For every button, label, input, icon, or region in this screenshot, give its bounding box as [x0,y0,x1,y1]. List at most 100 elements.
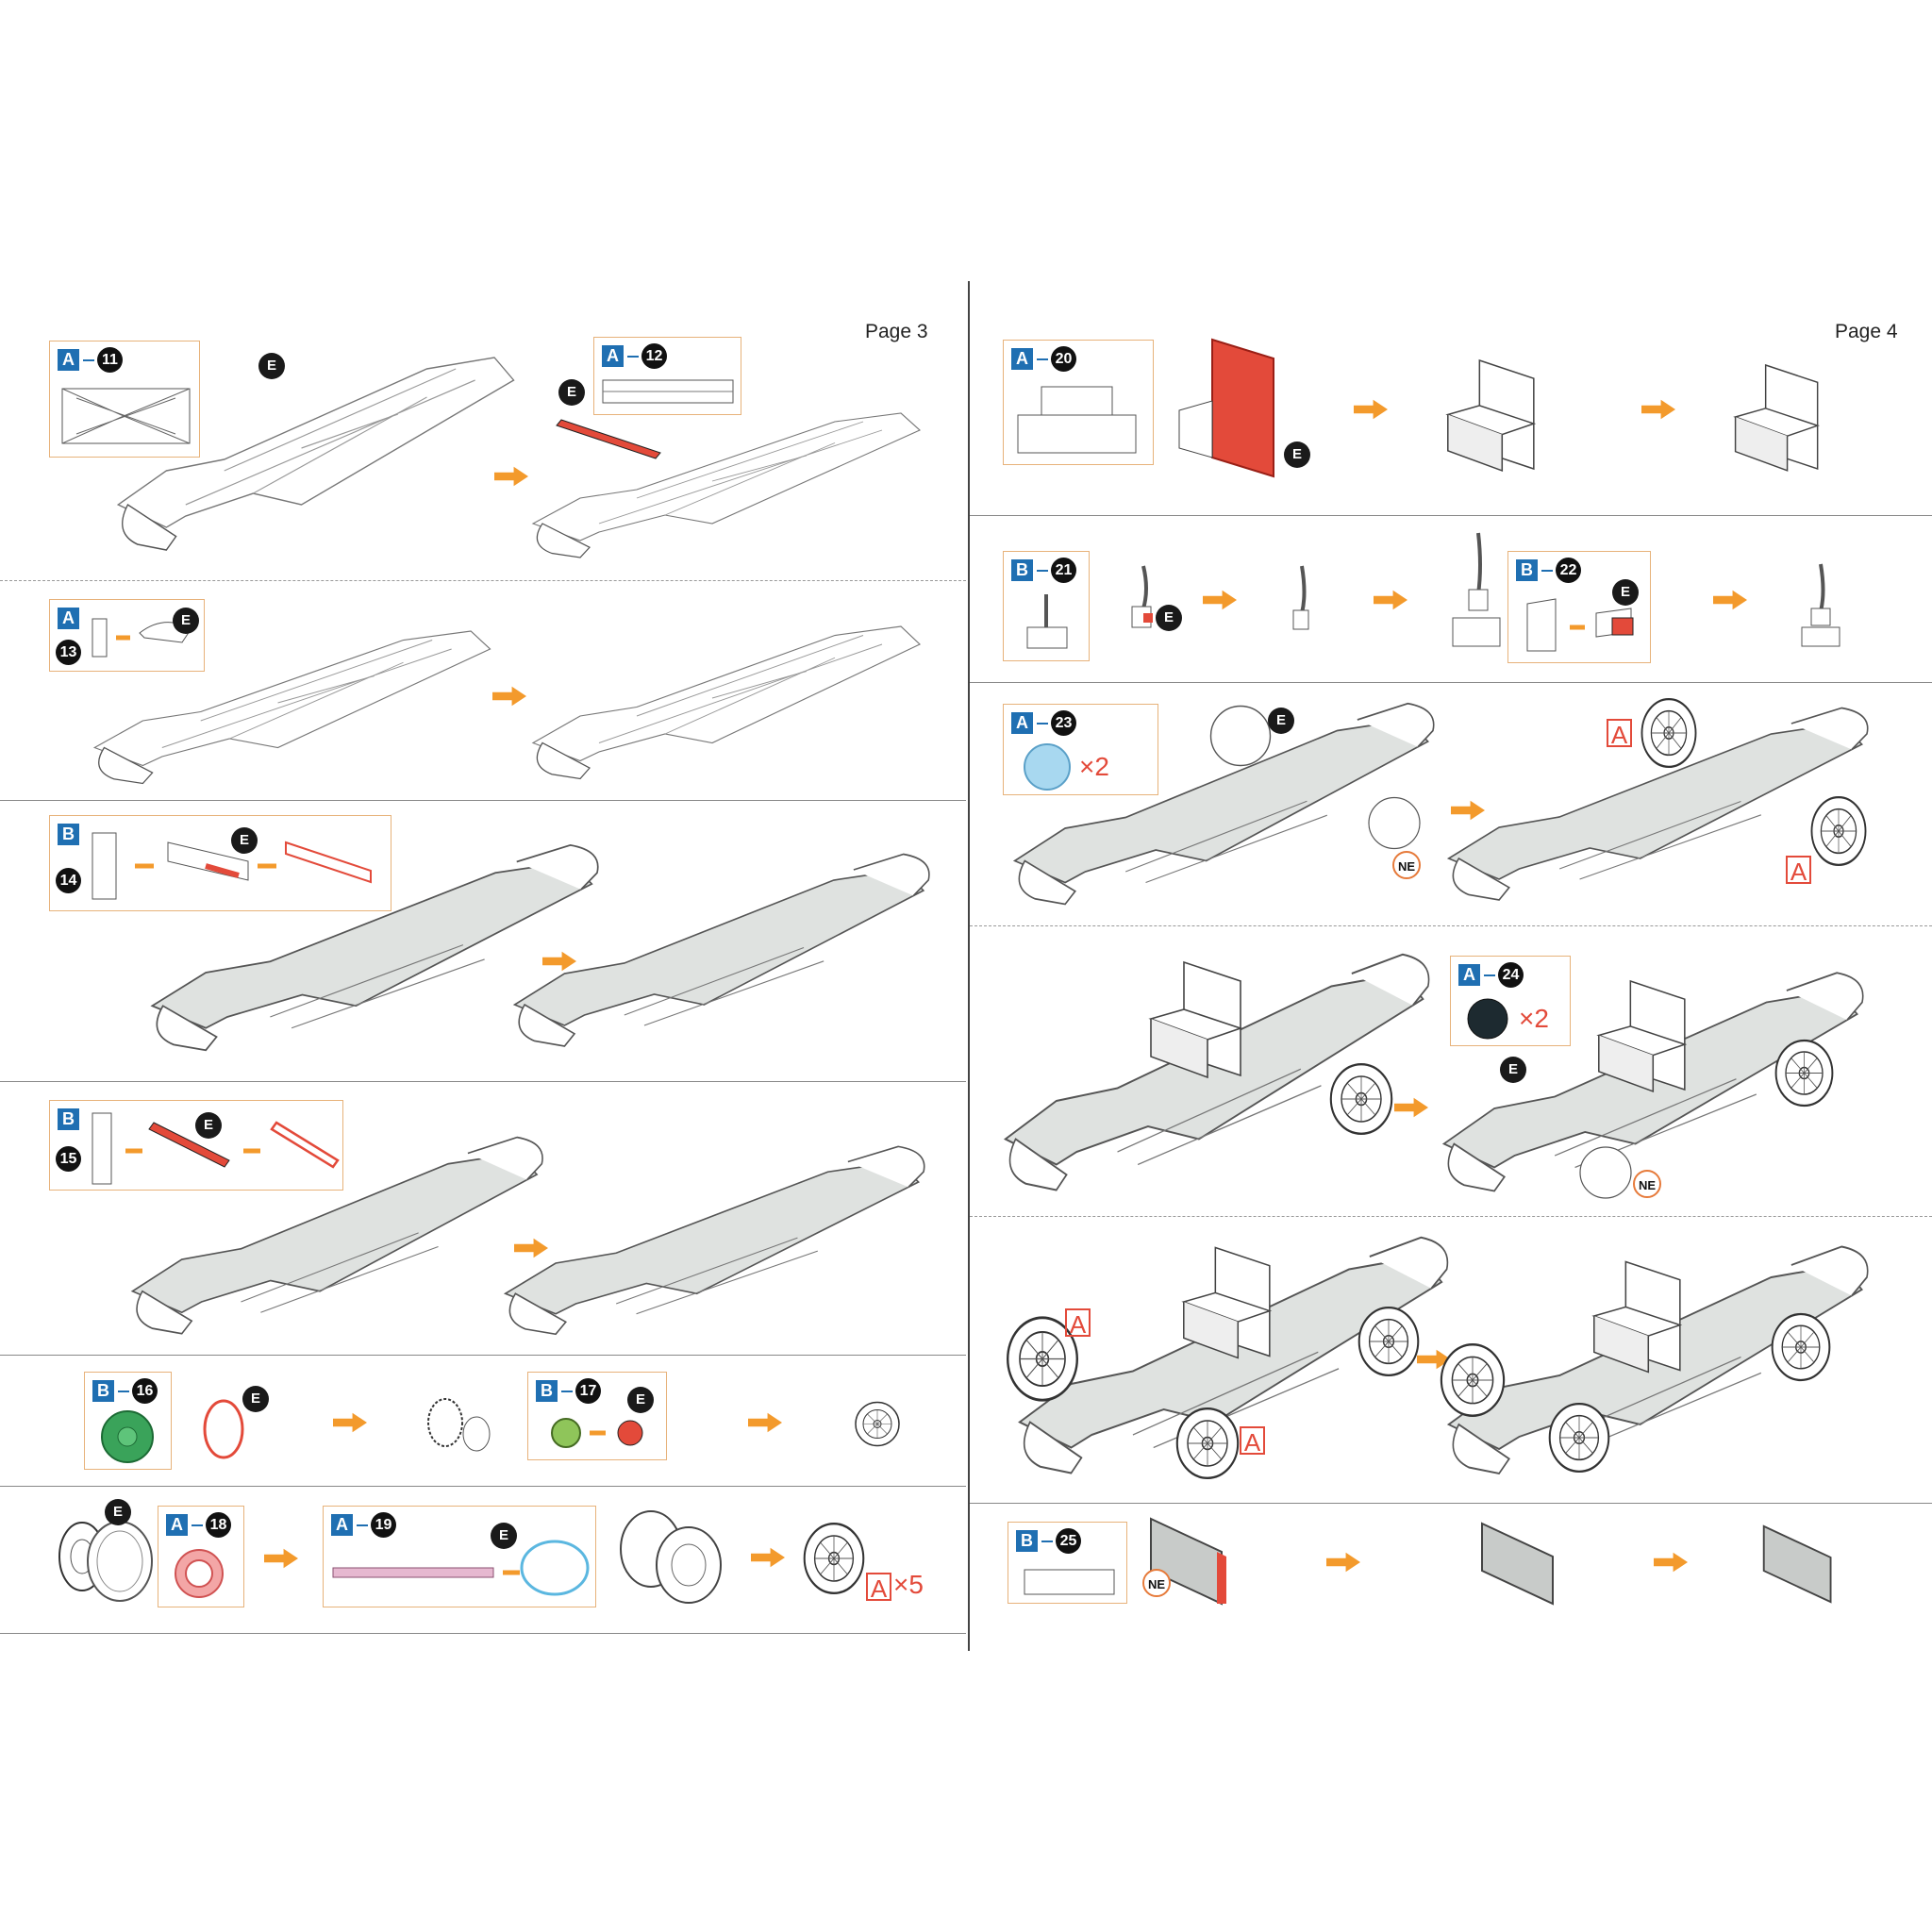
etch-mark-e: E [1612,579,1639,606]
tailboard-diagram [1481,1522,1554,1606]
seat-diagram [1594,967,1703,1104]
etch-mark-e: E [258,353,285,379]
wheel-icon [1547,1401,1611,1474]
step-20-callout: A 20 [1003,340,1154,465]
seat-diagram [1179,1231,1288,1373]
part-illustration [1526,598,1634,652]
step-number: 15 [56,1146,81,1172]
part-quantity: ×2 [1079,752,1109,781]
etch-mark-e: E [1156,605,1182,631]
wheel-icon [1328,1061,1394,1137]
sheet-label: B [58,824,79,845]
step-11-callout: A 11 [49,341,200,458]
chassis-frame-diagram [108,335,533,561]
tailboard-fold-diagram [1150,1517,1226,1606]
etch-mark-e: E [558,379,585,406]
sheet-a-mark: A [1786,856,1811,886]
step-separator [0,1081,966,1082]
wheel-icon [1357,1305,1421,1378]
next-step-arrow-icon [1641,399,1675,420]
step-24-callout: A 24 ×2 [1450,956,1571,1046]
wheel-icon [1640,696,1698,770]
next-step-arrow-icon [1203,590,1237,610]
etch-mark-e: E [231,827,258,854]
step-separator [0,800,966,801]
step-19-callout: A 19 [323,1506,596,1607]
seat-diagram [1443,341,1552,488]
step-number: 20 [1051,346,1076,372]
seat-diagram [1590,1245,1698,1387]
lever-part [1131,565,1153,628]
part-illustration [92,832,372,900]
sheet-label: B [1516,559,1538,581]
step-number: 22 [1556,558,1581,583]
step-number: 14 [56,868,81,893]
part-illustration [332,1540,590,1596]
sheet-a-mark: A [1607,719,1632,749]
part-illustration [1024,743,1071,791]
next-step-arrow-icon [264,1548,298,1569]
part-illustration [1017,386,1137,454]
part-illustration [602,379,734,404]
red-crossmember-part [556,419,661,459]
step-separator [0,1355,966,1356]
next-step-arrow-icon [1713,590,1747,610]
ne-mark: NE [1392,851,1421,879]
next-step-arrow-icon [751,1547,785,1568]
etch-mark-e: E [105,1499,131,1525]
seat-diagram [1731,346,1835,488]
step-number: 18 [206,1512,231,1538]
etch-mark-e: E [491,1523,517,1549]
etch-mark-e: E [1500,1057,1526,1083]
step-separator [970,515,1932,516]
step-number: 12 [641,343,667,369]
ne-mark: NE [1142,1569,1171,1597]
part-illustration [61,388,191,444]
step-17-callout: B 17 [527,1372,667,1460]
chassis-body-diagram [495,1141,939,1344]
step-25-callout: B 25 [1008,1522,1127,1604]
sheet-label: A [602,345,624,367]
completed-wheel-icon [802,1521,866,1596]
step-separator [970,1503,1932,1504]
etch-mark-e: E [627,1387,654,1413]
step-21-callout: B 21 [1003,551,1090,661]
ne-mark: NE [1633,1170,1661,1198]
part-quantity: ×2 [1519,1004,1549,1033]
page-number-right: Page 4 [1835,321,1898,342]
seat-fold-diagram [1178,338,1274,478]
step-number: 23 [1051,710,1076,736]
chassis-frame-diagram [524,608,939,788]
hub-assembly-diagram [427,1398,491,1452]
part-illustration [101,1410,154,1463]
wheel-quantity: ×5 [893,1570,924,1599]
part-illustration [92,1112,340,1185]
seat-diagram [1146,948,1259,1090]
part-illustration [1026,594,1068,649]
wheel-hub-result [854,1398,901,1450]
sheet-label: A [1011,348,1033,370]
step-separator [970,1216,1932,1217]
sheet-a-mark: A [1065,1308,1091,1339]
step-22-callout: B 22 [1507,551,1651,663]
step-number: 13 [56,640,81,665]
step-number: 11 [97,347,123,373]
next-step-arrow-icon [748,1412,782,1433]
next-step-arrow-icon [1374,590,1407,610]
next-step-arrow-icon [1354,399,1388,420]
next-step-arrow-icon [1394,1097,1428,1118]
step-12-callout: A 12 [593,337,741,415]
step-23-callout: A 23 ×2 [1003,704,1158,795]
sheet-label: A [58,349,79,371]
lever-part [1292,565,1309,630]
etch-mark-e: E [195,1112,222,1139]
sheet-label: A [1011,712,1033,734]
etch-mark-e: E [173,608,199,634]
step-14-callout: B 14 [49,815,391,911]
lever-assembly-diagram [1452,532,1501,647]
fender-disc-part [1368,796,1421,850]
sheet-a-mark: A [1240,1426,1265,1457]
step-number: 21 [1051,558,1076,583]
etch-mark-e: E [1268,708,1294,734]
sheet-label: B [92,1380,114,1402]
